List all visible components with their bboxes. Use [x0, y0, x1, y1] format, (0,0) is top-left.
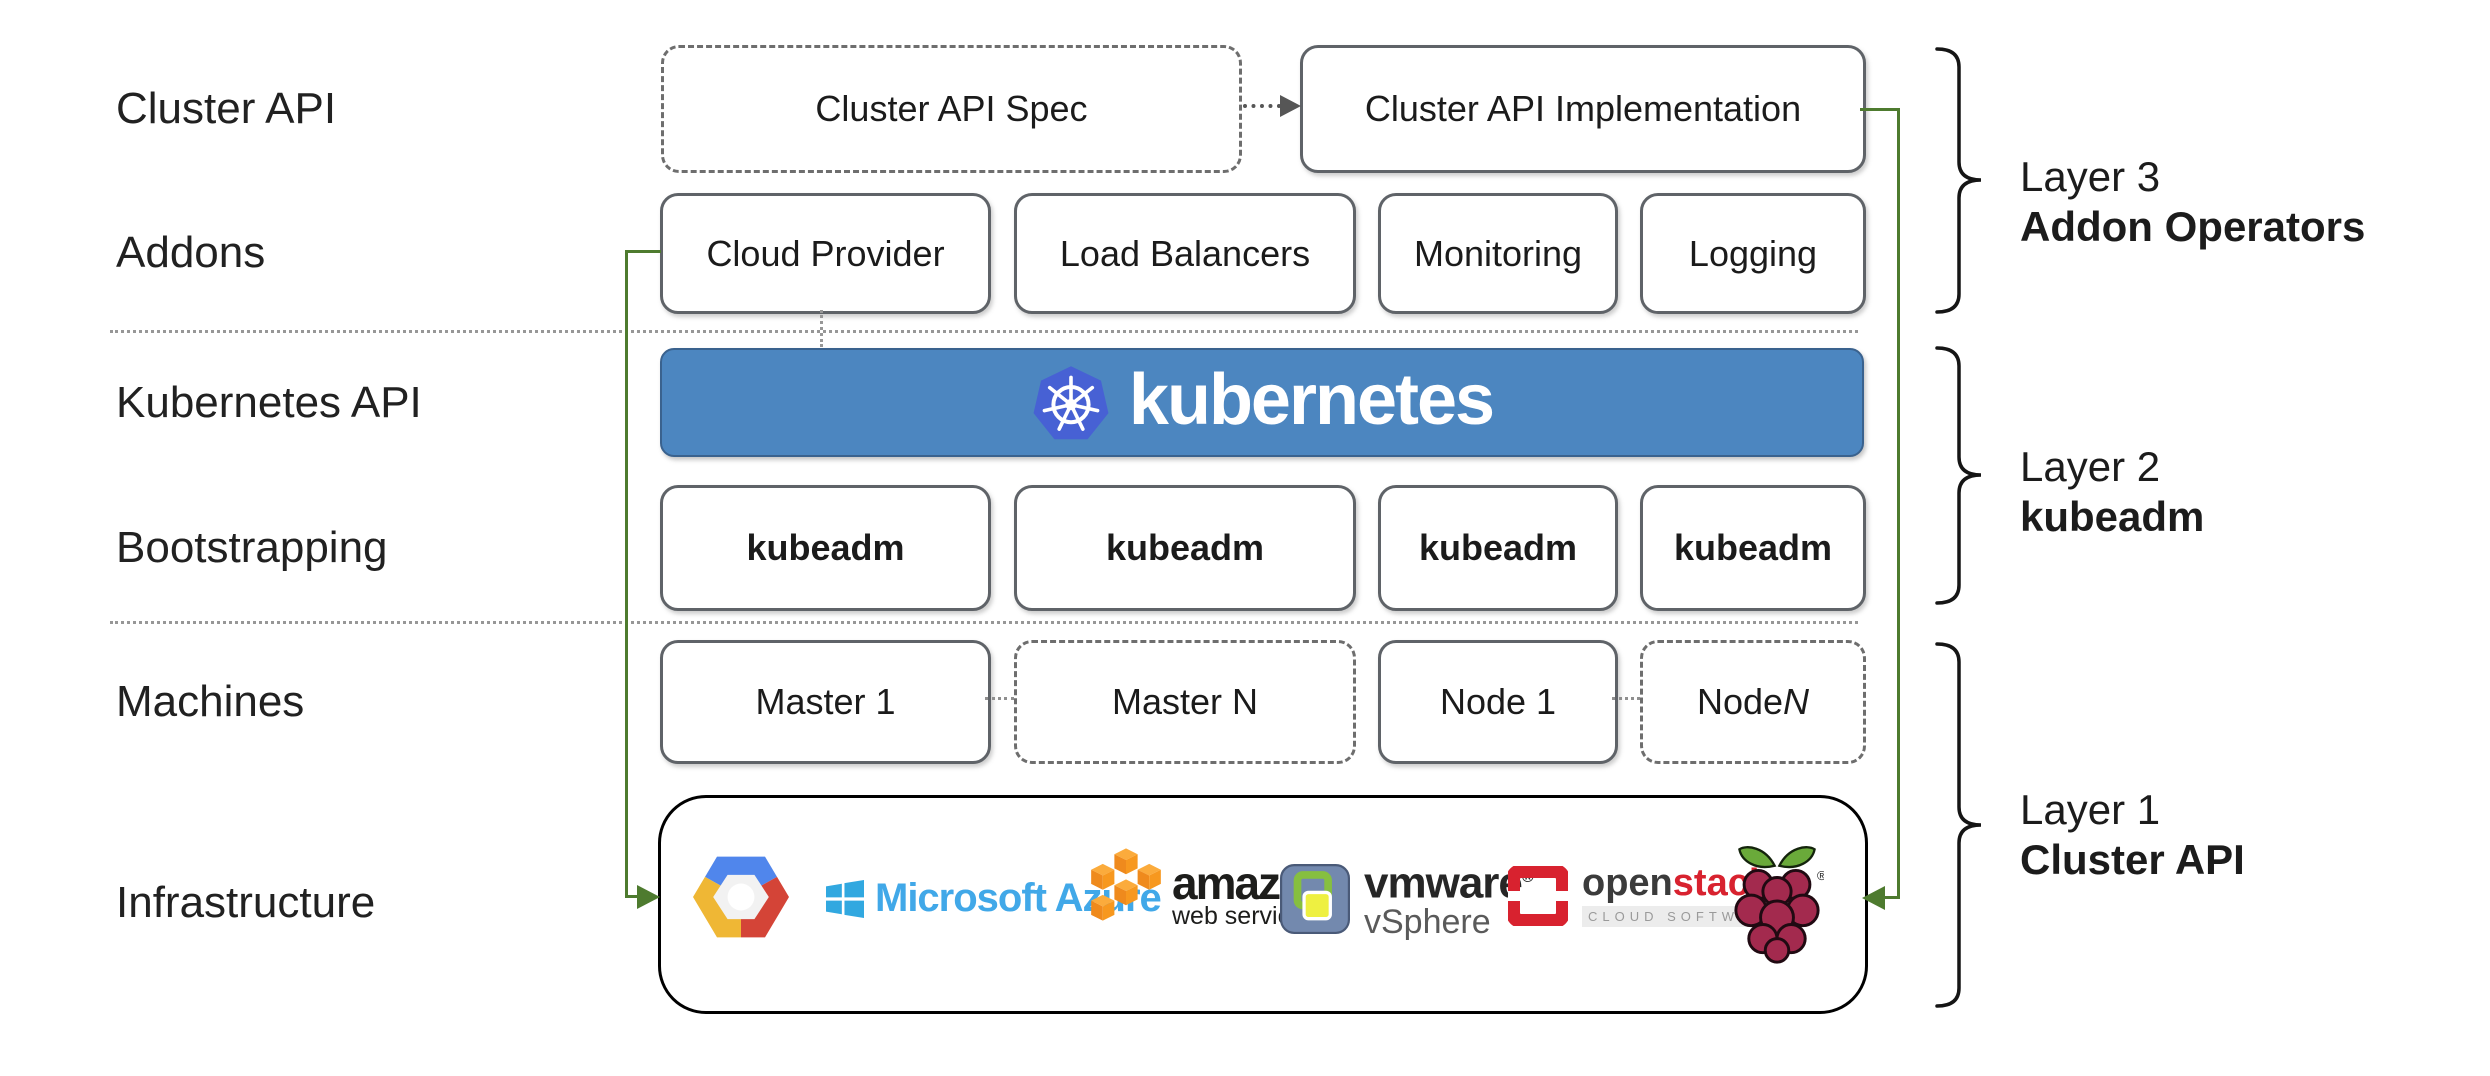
green-line-right-top — [1860, 108, 1900, 111]
node1-nodeN-connector — [1612, 697, 1640, 700]
green-line-right-vertical — [1897, 108, 1900, 898]
google-cloud-icon — [693, 856, 789, 938]
layer-3-bracket — [1935, 47, 1982, 314]
machine-box-master-n: Master N — [1014, 640, 1356, 764]
addon-box-load-balancers: Load Balancers — [1014, 193, 1356, 314]
kubeadm-box-2: kubeadm — [1014, 485, 1356, 611]
openstack-icon — [1508, 865, 1568, 926]
row-label-cluster-api: Cluster API — [116, 84, 337, 133]
addon-box-cloud-provider: Cloud Provider — [660, 193, 991, 314]
row-label-kubernetes-api: Kubernetes API — [116, 378, 422, 427]
kubeadm-box-3: kubeadm — [1378, 485, 1618, 611]
layer-3-label: Layer 3 Addon Operators — [2020, 152, 2365, 252]
node-n-suffix: N — [1783, 681, 1810, 722]
layer-3-title: Layer 3 — [2020, 153, 2161, 200]
machine-box-master-1: Master 1 — [660, 640, 991, 764]
layer-2-subtitle: kubeadm — [2020, 493, 2205, 540]
vsphere-label: vSphere — [1364, 902, 1491, 941]
spec-to-implementation-arrow-head — [1280, 95, 1301, 117]
raspberry-registered-mark: ® — [1817, 868, 1824, 883]
layer-2-label: Layer 2 kubeadm — [2020, 442, 2204, 542]
vmware-vsphere-logo: vmware® vSphere — [1280, 858, 1534, 941]
vmware-word: vmware — [1364, 858, 1523, 908]
machine-box-node-1: Node 1 — [1378, 640, 1618, 764]
addon-box-monitoring: Monitoring — [1378, 193, 1618, 314]
openstack-word-open: open — [1582, 862, 1673, 904]
green-line-right-bottom — [1884, 896, 1900, 899]
azure-windows-icon — [826, 879, 864, 918]
cluster-api-implementation-box: Cluster API Implementation — [1300, 45, 1866, 173]
layer-1-title: Layer 1 — [2020, 786, 2161, 833]
separator-addons-kubernetes — [110, 330, 1858, 333]
row-label-addons: Addons — [116, 228, 266, 277]
green-line-left-top — [625, 250, 661, 253]
kubernetes-wordmark: kubernetes — [1128, 359, 1495, 440]
cluster-api-spec-box: Cluster API Spec — [661, 45, 1242, 173]
layer-2-bracket — [1935, 346, 1982, 605]
layer-3-subtitle: Addon Operators — [2020, 203, 2366, 250]
aws-cubes-icon — [1091, 848, 1161, 921]
green-line-left-bottom — [625, 895, 639, 898]
row-label-infrastructure: Infrastructure — [116, 878, 376, 927]
node-n-prefix: Node — [1696, 681, 1784, 722]
layer-1-bracket — [1935, 642, 1982, 1008]
spec-to-implementation-arrow-line — [1243, 104, 1281, 108]
row-label-bootstrapping: Bootstrapping — [116, 523, 388, 572]
separator-bootstrapping-machines — [110, 621, 1858, 624]
kubeadm-box-1: kubeadm — [660, 485, 991, 611]
master1-masterN-connector — [985, 697, 1014, 700]
cloud-provider-kubernetes-connector — [820, 310, 823, 347]
infrastructure-box — [658, 795, 1868, 1014]
kubernetes-banner: kubernetes — [660, 348, 1864, 457]
layer-2-title: Layer 2 — [2020, 443, 2161, 490]
raspberry-pi-icon: ® — [1734, 846, 1824, 964]
kubeadm-box-4: kubeadm — [1640, 485, 1866, 611]
kubernetes-wheel-icon — [1033, 365, 1109, 439]
green-line-left-vertical — [625, 250, 628, 897]
row-label-machines: Machines — [116, 677, 305, 726]
vmware-vsphere-icon — [1280, 863, 1350, 934]
vmware-wordmark: vmware® — [1364, 858, 1534, 905]
green-arrow-into-infra-right — [1862, 886, 1885, 910]
layer-1-subtitle: Cluster API — [2020, 836, 2245, 883]
green-arrow-into-infra-left — [637, 885, 660, 909]
machine-box-node-n: Node N — [1640, 640, 1866, 764]
layer-1-label: Layer 1 Cluster API — [2020, 785, 2245, 885]
addon-box-logging: Logging — [1640, 193, 1866, 314]
